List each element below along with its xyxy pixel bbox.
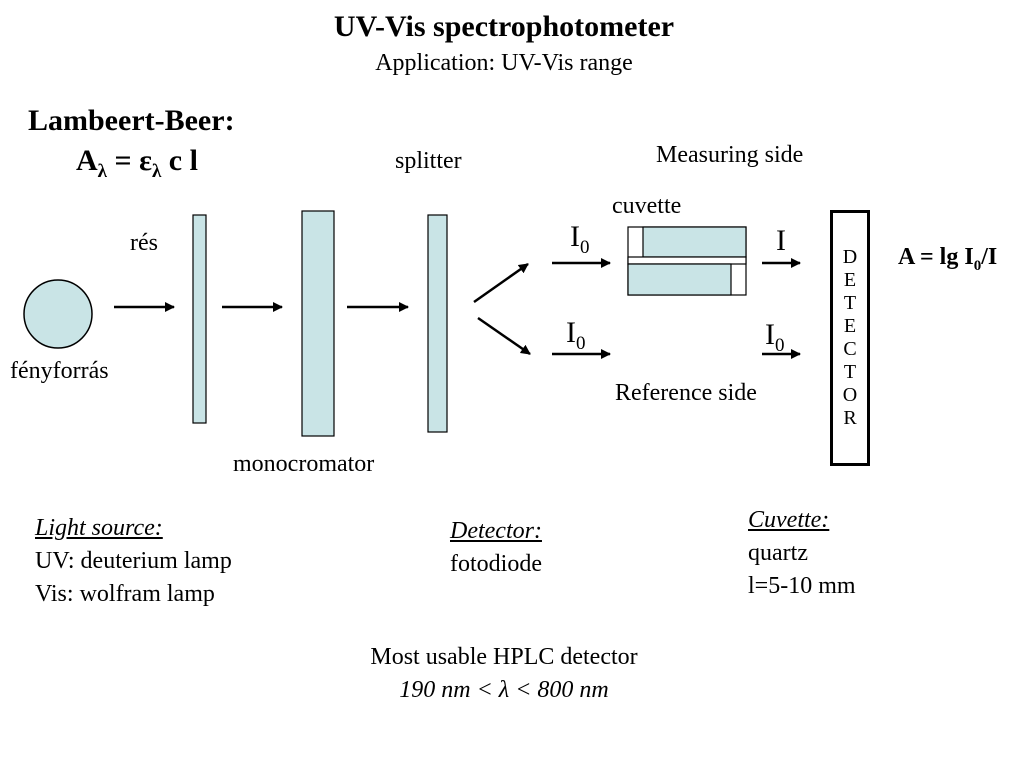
detector-letter: E xyxy=(843,269,857,291)
absorbance-formula: A = lg I0/I xyxy=(898,244,997,275)
law-formula-eq: = ε xyxy=(107,144,152,177)
slit-label: rés xyxy=(130,230,158,256)
i-measuring-label: I xyxy=(776,224,786,257)
light-source-note: Light source: UV: deuterium lamp Vis: wo… xyxy=(35,512,232,611)
i0-measuring-sub: 0 xyxy=(580,237,590,258)
i0-reference-left-base: I xyxy=(566,316,576,349)
detector-note: Detector: fotodiode xyxy=(450,515,542,581)
detector-letter: D xyxy=(842,246,858,268)
cuvette-note: Cuvette: quartz l=5-10 mm xyxy=(748,504,856,603)
law-formula: Aλ = ελ c l xyxy=(76,144,198,183)
law-formula-sub-lambda: λ xyxy=(97,161,108,182)
i0-reference-left-label: I0 xyxy=(566,316,586,355)
light-source-note-line: UV: deuterium lamp xyxy=(35,548,232,574)
arrow-split-down xyxy=(477,316,531,356)
footer-line: Most usable HPLC detector xyxy=(370,644,638,670)
i0-reference-right-label: I0 xyxy=(765,318,785,357)
absorbance-formula-base: A = lg I xyxy=(898,244,974,270)
monochromator-bar xyxy=(301,210,335,437)
law-name: Lambeert-Beer: xyxy=(28,104,235,137)
slit-bar xyxy=(192,214,207,424)
detector-letter: O xyxy=(842,384,858,406)
detector-note-heading: Detector: xyxy=(450,518,542,544)
i0-reference-left-sub: 0 xyxy=(576,333,586,354)
splitter-label: splitter xyxy=(395,148,462,174)
i0-measuring-label: I0 xyxy=(570,220,590,259)
detector-letter: T xyxy=(843,292,857,314)
monochromator-label: monocromator xyxy=(233,451,375,477)
i0-reference-right-base: I xyxy=(765,318,775,351)
splitter-bar xyxy=(427,214,448,433)
cuvette-divider xyxy=(627,256,747,265)
cuvette-bottom-fill xyxy=(627,263,732,296)
absorbance-formula-rest: /I xyxy=(981,244,998,270)
law-formula-A: A xyxy=(76,144,98,177)
detector-note-line: fotodiode xyxy=(450,551,542,577)
cuvette-assembly xyxy=(627,226,747,296)
light-source-note-line: Vis: wolfram lamp xyxy=(35,581,215,607)
cuvette-note-line: quartz xyxy=(748,540,808,566)
detector-letter: R xyxy=(843,407,857,429)
reference-side-label: Reference side xyxy=(615,380,757,406)
page-title: UV-Vis spectrophotometer xyxy=(333,10,675,43)
light-source-note-heading: Light source: xyxy=(35,515,163,541)
cuvette-top-fill xyxy=(642,226,747,258)
detector-box: D E T E C T O R xyxy=(830,210,870,466)
law-formula-rest: c l xyxy=(161,144,198,177)
page-subtitle: Application: UV-Vis range xyxy=(375,50,633,76)
absorbance-formula-sub: 0 xyxy=(973,257,982,274)
cuvette-label: cuvette xyxy=(612,193,682,219)
measuring-side-label: Measuring side xyxy=(656,142,804,168)
light-source-circle xyxy=(23,279,93,349)
law-formula-sub-lambda-2: λ xyxy=(151,161,162,182)
cuvette-note-heading: Cuvette: xyxy=(748,507,830,533)
i0-reference-right-sub: 0 xyxy=(775,335,785,356)
light-source-label: fényforrás xyxy=(10,358,109,384)
footer-range: 190 nm < λ < 800 nm xyxy=(399,677,609,703)
detector-letter: T xyxy=(843,361,857,383)
cuvette-note-line: l=5-10 mm xyxy=(748,573,856,599)
detector-letter: E xyxy=(843,315,857,337)
detector-letter: C xyxy=(843,338,857,360)
i0-measuring-base: I xyxy=(570,220,580,253)
arrow-split-up xyxy=(473,262,529,304)
